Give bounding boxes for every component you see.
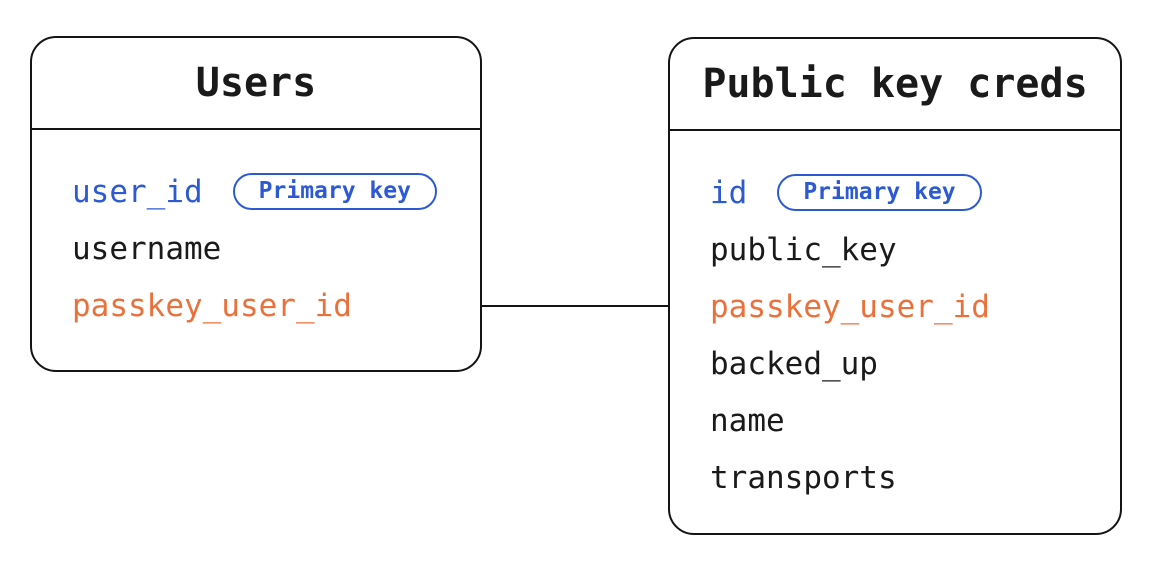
- field-row: id Primary key: [710, 164, 1096, 221]
- relationship-line[interactable]: [482, 305, 668, 307]
- field-name: public_key: [710, 231, 897, 268]
- field-name: passkey_user_id: [710, 288, 990, 325]
- field-row: transports: [710, 449, 1096, 506]
- primary-key-badge: Primary key: [232, 173, 437, 210]
- field-name: id: [710, 174, 748, 211]
- primary-key-badge: Primary key: [777, 174, 982, 211]
- table-title: Public key creds: [702, 61, 1088, 107]
- field-row: username: [72, 220, 456, 277]
- field-row: public_key: [710, 221, 1096, 278]
- table-body: user_id Primary key username passkey_use…: [32, 130, 480, 334]
- field-name: username: [72, 230, 222, 267]
- table-title: Users: [195, 60, 317, 106]
- field-name: passkey_user_id: [72, 287, 352, 324]
- field-name: name: [710, 402, 785, 439]
- table-header: Public key creds: [670, 39, 1120, 131]
- table-card-public-key-creds[interactable]: Public key creds id Primary key public_k…: [668, 37, 1122, 535]
- field-row: passkey_user_id: [710, 278, 1096, 335]
- table-card-users[interactable]: Users user_id Primary key username passk…: [30, 36, 482, 372]
- field-name: transports: [710, 459, 897, 496]
- table-header: Users: [32, 38, 480, 130]
- field-row: backed_up: [710, 335, 1096, 392]
- table-body: id Primary key public_key passkey_user_i…: [670, 131, 1120, 506]
- field-row: name: [710, 392, 1096, 449]
- field-row: user_id Primary key: [72, 163, 456, 220]
- field-row: passkey_user_id: [72, 277, 456, 334]
- field-name: backed_up: [710, 345, 878, 382]
- field-name: user_id: [72, 173, 203, 210]
